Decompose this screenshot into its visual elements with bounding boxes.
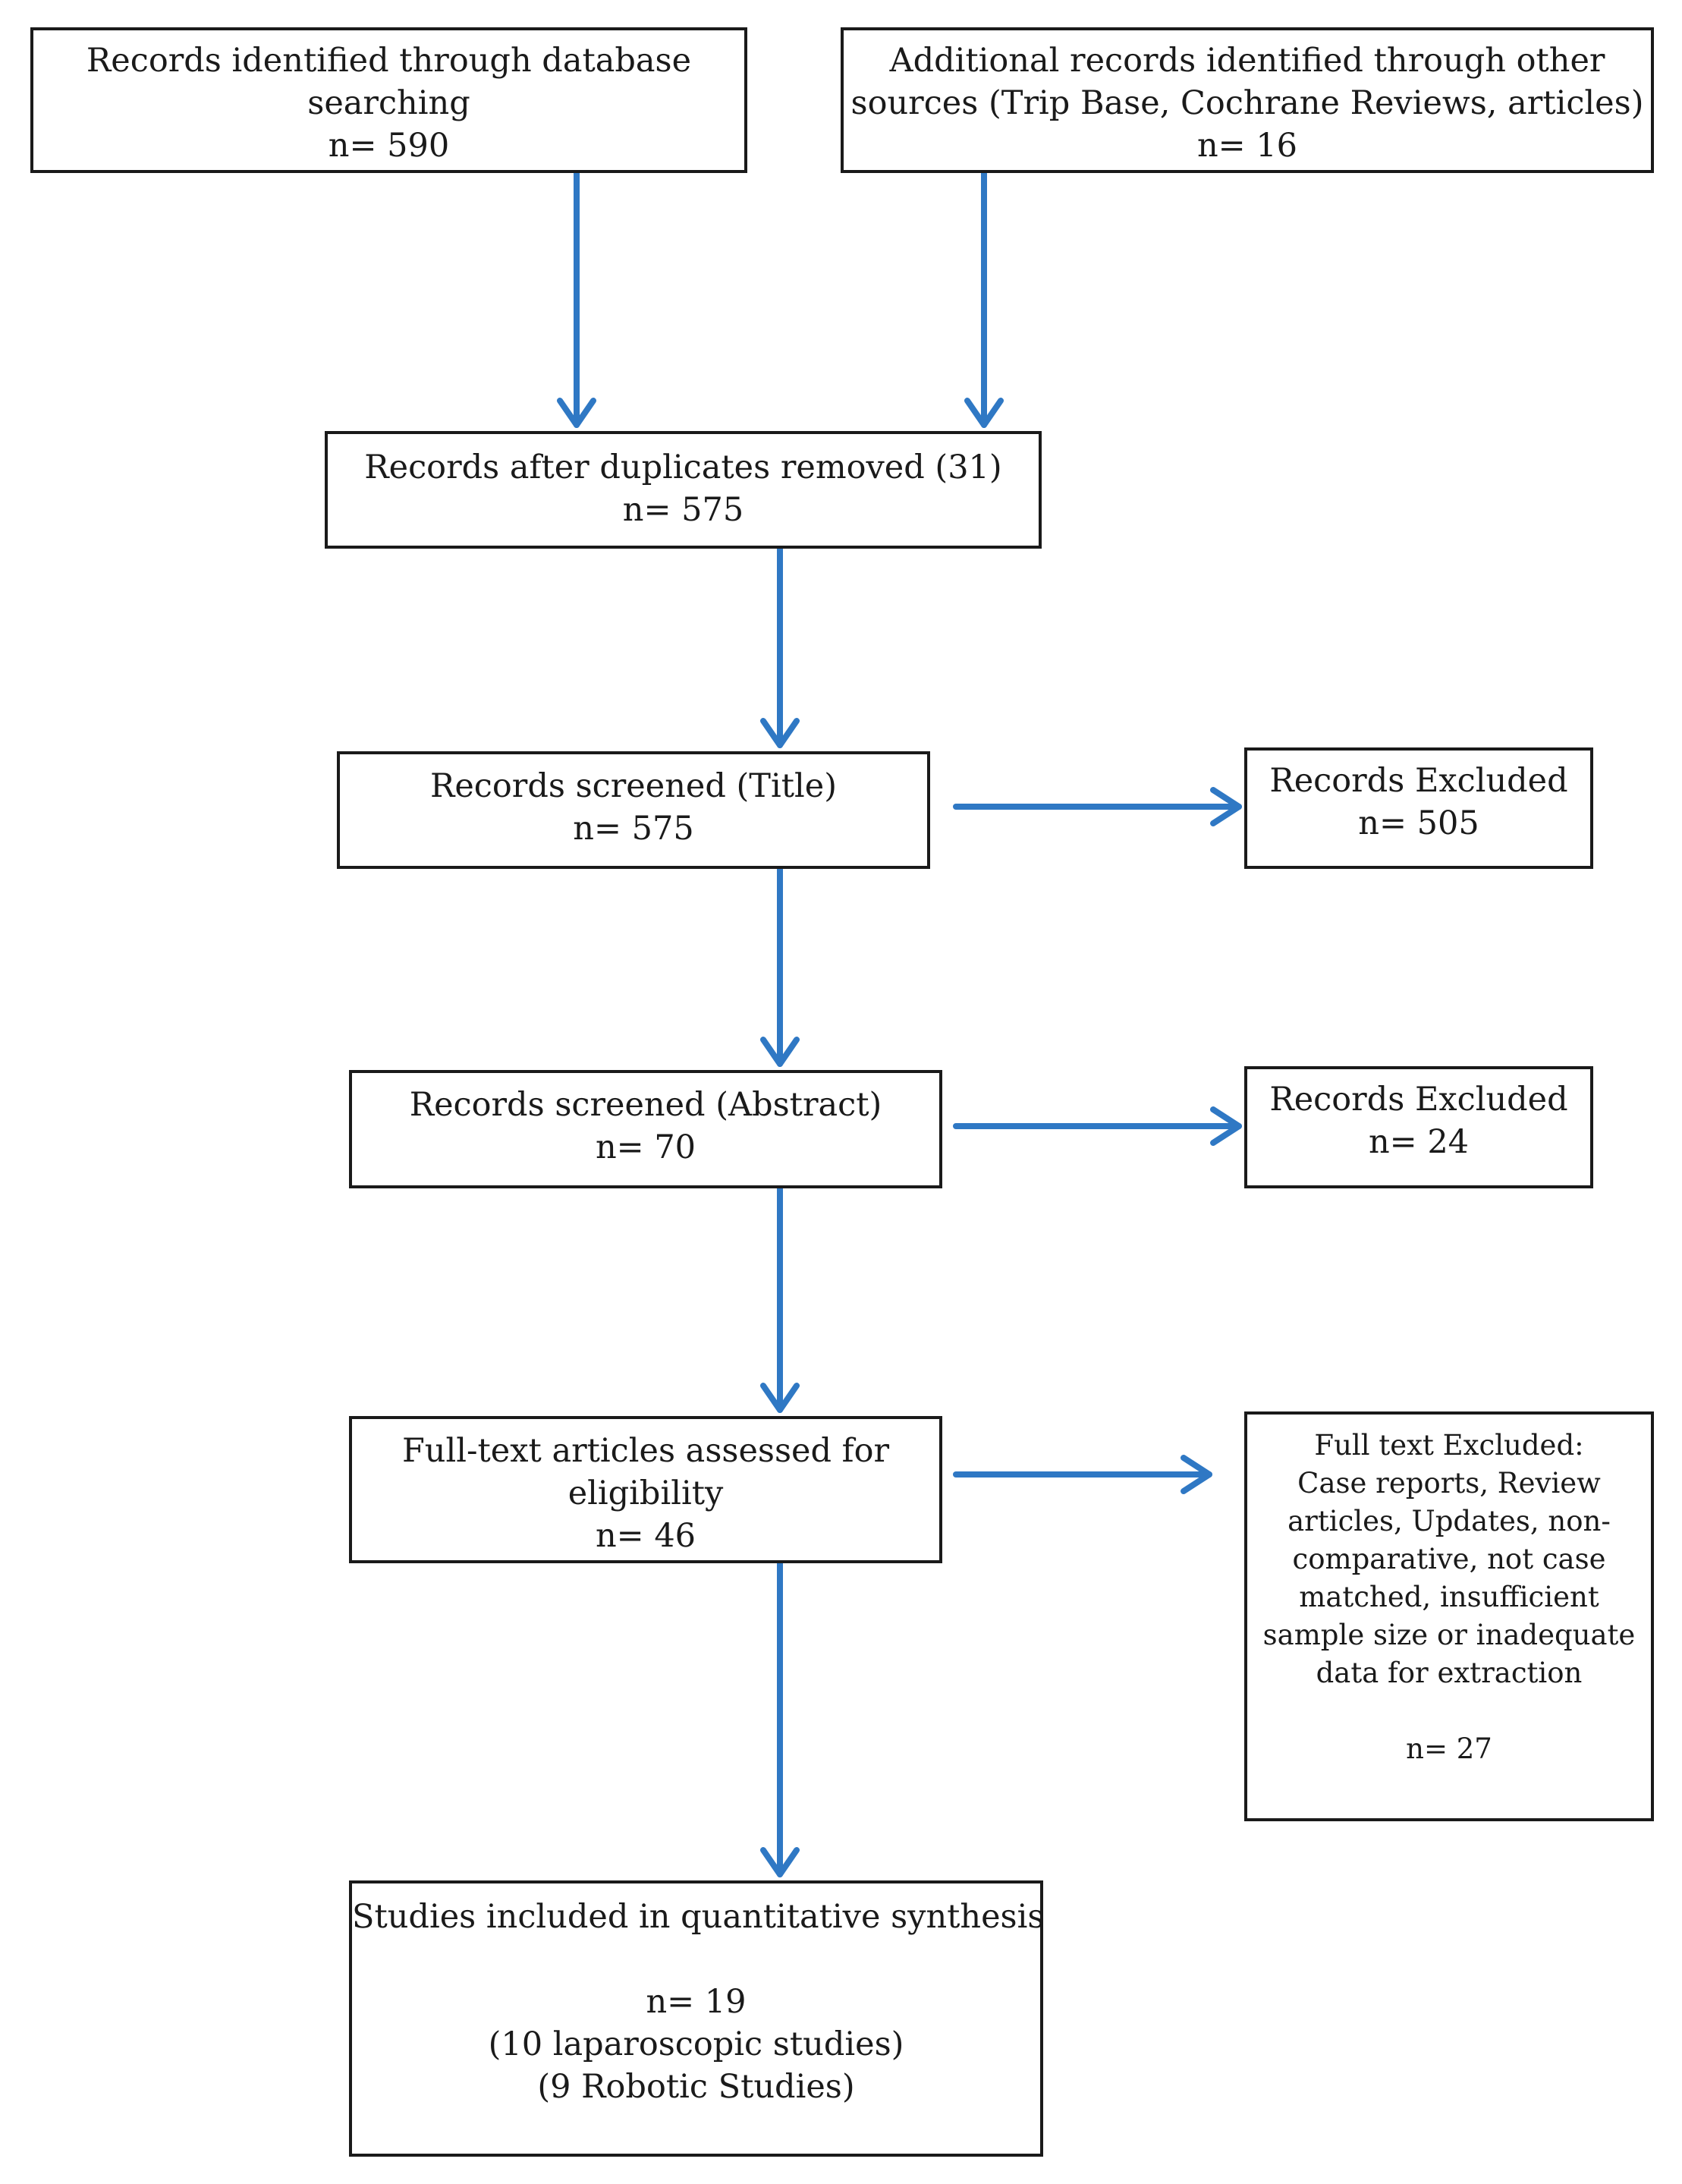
screened-abstract-label: Records screened (Abstract) [409,1086,882,1124]
screened-title-label: Records screened (Title) [429,767,837,805]
fulltext-assessed-line-1: Full-text articles assessed for [401,1432,890,1470]
box-screened-title: Records screened (Title) n= 575 [337,751,930,869]
arrow-abstract-to-excluded [953,1106,1242,1146]
other-sources-line-1: Additional records identified through ot… [889,42,1605,80]
box-included: Studies included in quantitative synthes… [349,1880,1045,2157]
other-sources-line-2: sources (Trip Base, Cochrane Reviews, ar… [850,84,1644,122]
fulltext-excluded-reason-1: Case reports, Review [1297,1467,1601,1500]
screened-abstract-count: n= 70 [595,1128,696,1166]
arrow-fulltext-to-excluded [953,1455,1212,1494]
db-search-count: n= 590 [328,127,450,165]
box-fulltext-excluded: Full text Excluded: Case reports, Review… [1244,1411,1654,1821]
included-robotic: (9 Robotic Studies) [537,2068,855,2106]
box-excluded-abstract: Records Excluded n= 24 [1244,1066,1593,1188]
fulltext-assessed-line-2: eligibility [567,1474,724,1512]
box-excluded-title: Records Excluded n= 505 [1244,747,1593,869]
fulltext-excluded-reason-4: matched, insufficient [1299,1581,1599,1613]
excluded-abstract-count: n= 24 [1368,1123,1470,1161]
excluded-title-label: Records Excluded [1269,762,1568,800]
fulltext-excluded-reason-3: comparative, not case [1292,1543,1606,1575]
arrow-fulltext-to-included [760,1560,800,1877]
box-duplicates-removed: Records after duplicates removed (31) n=… [325,431,1042,549]
arrow-title-to-excluded [953,787,1242,826]
box-db-search: Records identified through database sear… [30,27,747,173]
box-fulltext-assessed: Full-text articles assessed for eligibil… [349,1416,942,1563]
spacer [352,1938,1040,1981]
included-count: n= 19 [646,1983,747,2021]
included-label: Studies included in quantitative synthes… [352,1898,1045,1936]
arrow-other-to-duplicates [964,170,1004,428]
duplicates-removed-label: Records after duplicates removed (31) [364,448,1002,486]
fulltext-excluded-reason-6: data for extraction [1316,1657,1583,1689]
excluded-abstract-label: Records Excluded [1269,1081,1568,1119]
arrow-title-to-abstract [760,866,800,1067]
included-laparoscopic: (10 laparoscopic studies) [488,2025,904,2063]
fulltext-excluded-heading: Full text Excluded: [1314,1429,1584,1462]
arrow-duplicates-to-title [760,546,800,748]
box-screened-abstract: Records screened (Abstract) n= 70 [349,1070,942,1188]
db-search-line-2: searching [307,84,470,122]
duplicates-removed-count: n= 575 [622,491,744,529]
db-search-line-1: Records identified through database [86,42,692,80]
arrow-db-to-duplicates [557,170,596,428]
fulltext-excluded-reason-2: articles, Updates, non- [1287,1505,1611,1537]
fulltext-excluded-count: n= 27 [1406,1732,1492,1765]
fulltext-excluded-reason-5: sample size or inadequate [1262,1619,1636,1651]
screened-title-count: n= 575 [573,810,694,848]
arrow-abstract-to-fulltext [760,1185,800,1413]
spacer [1247,1692,1651,1730]
other-sources-count: n= 16 [1196,127,1298,165]
fulltext-assessed-count: n= 46 [595,1517,696,1555]
box-other-sources: Additional records identified through ot… [841,27,1654,173]
excluded-title-count: n= 505 [1358,804,1479,842]
